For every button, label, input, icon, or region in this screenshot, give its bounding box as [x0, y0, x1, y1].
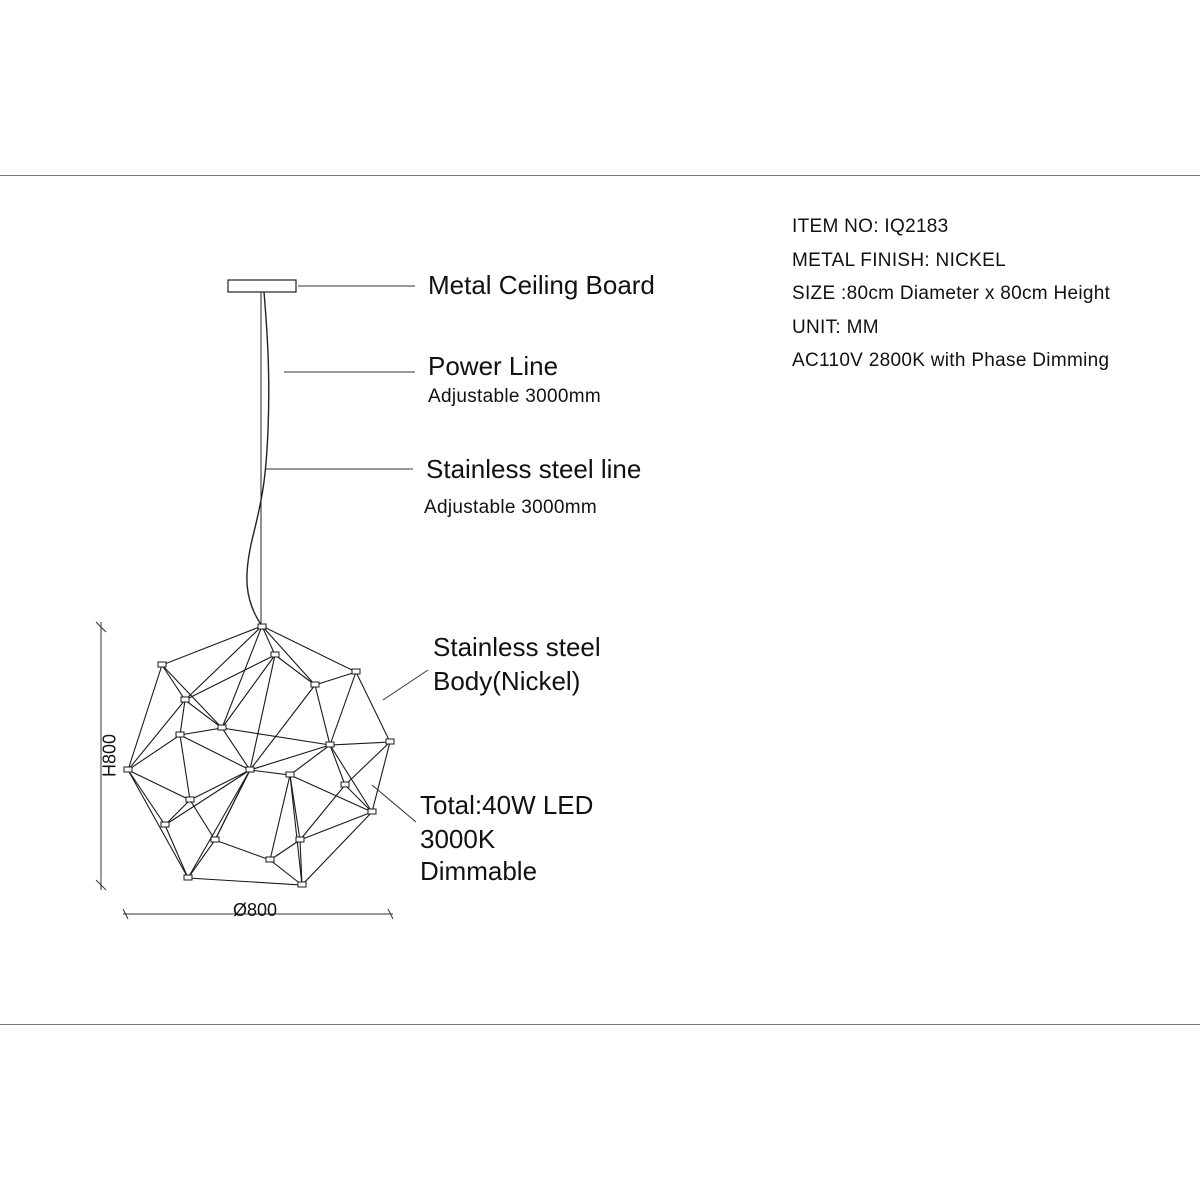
ceiling-board-label: Metal Ceiling Board	[428, 270, 655, 300]
spec-size: SIZE :80cm Diameter x 80cm Height	[792, 283, 1111, 304]
height-dimension-label: H800	[99, 733, 120, 778]
led-label-line2: 3000K	[420, 824, 496, 854]
led-label-line1: Total:40W LED	[420, 790, 594, 820]
steel-line-label: Stainless steel line	[426, 454, 642, 484]
spec-power: AC110V 2800K with Phase Dimming	[792, 350, 1110, 371]
spec-unit: UNIT: MM	[792, 316, 879, 338]
spec-metal-finish: METAL FINISH: NICKEL	[792, 249, 1006, 271]
diameter-dimension-label: Ø800	[233, 900, 278, 920]
power-line-adjust-label: Adjustable 3000mm	[428, 386, 602, 407]
steel-line-adjust-label: Adjustable 3000mm	[424, 497, 598, 518]
spec-item-no: ITEM NO: IQ2183	[792, 216, 949, 237]
ceiling-board-shape	[227, 279, 297, 293]
led-nodes	[123, 623, 395, 888]
callout-leaders	[266, 285, 429, 823]
drawing-sheet-frame	[0, 175, 1200, 1025]
power-line-label: Power Line	[428, 351, 559, 381]
power-cord	[246, 291, 270, 627]
geodesic-wire-body	[127, 625, 391, 886]
body-label-line2: Body(Nickel)	[433, 666, 581, 696]
diameter-dimension	[122, 908, 394, 920]
height-dimension	[95, 621, 107, 891]
led-label-line3: Dimmable	[420, 856, 538, 886]
body-label-line1: Stainless steel	[433, 632, 601, 662]
spec-block: ITEM NO: IQ2183 METAL FINISH: NICKEL SIZ…	[792, 215, 1110, 383]
